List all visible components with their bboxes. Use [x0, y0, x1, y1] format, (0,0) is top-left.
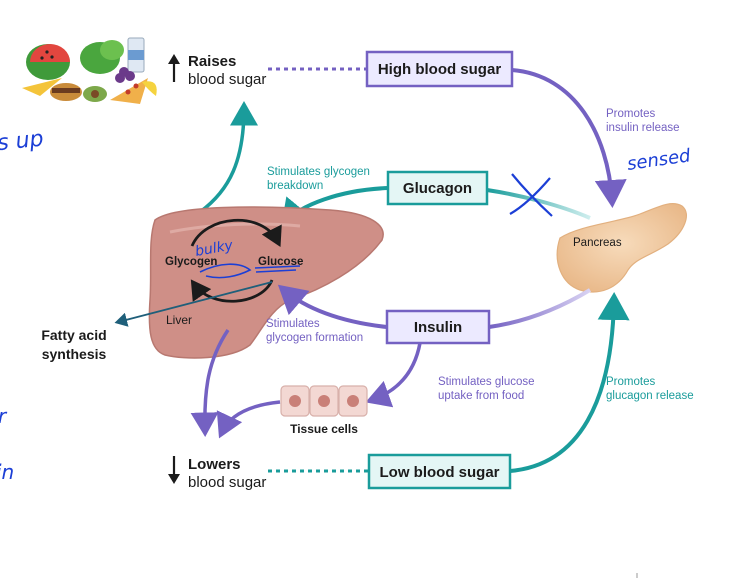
cross-mark-icon [509, 173, 553, 217]
glucagon-label: Glucagon [403, 180, 472, 197]
fatty-acid-pointer [114, 281, 273, 327]
arrow-liver-to-lowers [190, 329, 230, 437]
lowers-subtitle: blood sugar [188, 474, 266, 491]
insulin-box: Insulin [385, 309, 491, 345]
fatty-acid-line1: Fatty acid [41, 327, 106, 343]
low-blood-sugar-label: Low blood sugar [380, 464, 500, 481]
arrow-tissue-to-lowers [216, 400, 281, 439]
stimulates-breakdown-line1: Stimulates glycogen [267, 166, 370, 178]
pancreas-label: Pancreas [573, 237, 622, 249]
fatty-acid-line2: synthesis [42, 346, 107, 362]
arrow-insulin-to-tissue [365, 342, 422, 408]
arrow-high-to-pancreas [511, 68, 627, 208]
promotes-glucagon-line1: Promotes [606, 376, 655, 388]
lowers-title: Lowers [188, 456, 241, 473]
stimulates-formation-line2: glycogen formation [266, 332, 363, 344]
tissue-cells-illustration [280, 385, 368, 417]
raises-subtitle: blood sugar [188, 71, 266, 88]
high-blood-sugar-label: High blood sugar [378, 61, 501, 78]
liver-label: Liver [166, 313, 192, 327]
raises-title: Raises [188, 53, 236, 70]
stimulates-uptake-line1: Stimulates glucose [438, 376, 535, 388]
up-arrow-icon [168, 54, 180, 82]
stimulates-uptake-line2: uptake from food [438, 390, 524, 402]
insulin-label: Insulin [414, 319, 462, 336]
promotes-glucagon-line2: glucagon release [606, 390, 694, 402]
arrow-low-to-pancreas [509, 292, 630, 473]
glucagon-box: Glucagon [386, 170, 489, 206]
glycogen-label: Glycogen [165, 256, 217, 268]
handwritten-scribble [199, 263, 252, 279]
link-pancreas-insulin [488, 288, 592, 329]
handwritten-left-mid: r [0, 404, 8, 428]
food-icon [22, 37, 157, 104]
glucose-label: Glucose [258, 256, 303, 268]
handwritten-sensed: sensed [626, 145, 693, 175]
low-blood-sugar-box: Low blood sugar [367, 453, 512, 490]
high-blood-sugar-box: High blood sugar [365, 50, 514, 88]
down-arrow-icon [168, 456, 180, 484]
handwritten-top-left: s up [0, 126, 45, 156]
tissue-cells-label: Tissue cells [290, 422, 358, 436]
handwritten-left-low: in [0, 460, 14, 484]
cycle-arrow-bottom [190, 279, 274, 303]
promotes-insulin-line1: Promotes [606, 108, 655, 120]
stimulates-formation-line1: Stimulates [266, 318, 320, 330]
link-pancreas-glucagon [486, 188, 591, 220]
handwritten-underline [254, 265, 301, 273]
cycle-arrow-top [190, 218, 282, 248]
promotes-insulin-line2: insulin release [606, 122, 680, 134]
pancreas-illustration [556, 202, 687, 293]
arrow-insulin-to-liver [277, 284, 388, 329]
liver-illustration [148, 206, 384, 359]
handwritten-bulky: bulky [194, 237, 235, 259]
stimulates-breakdown-line2: breakdown [267, 180, 323, 192]
arrow-liver-to-raises [198, 101, 258, 214]
